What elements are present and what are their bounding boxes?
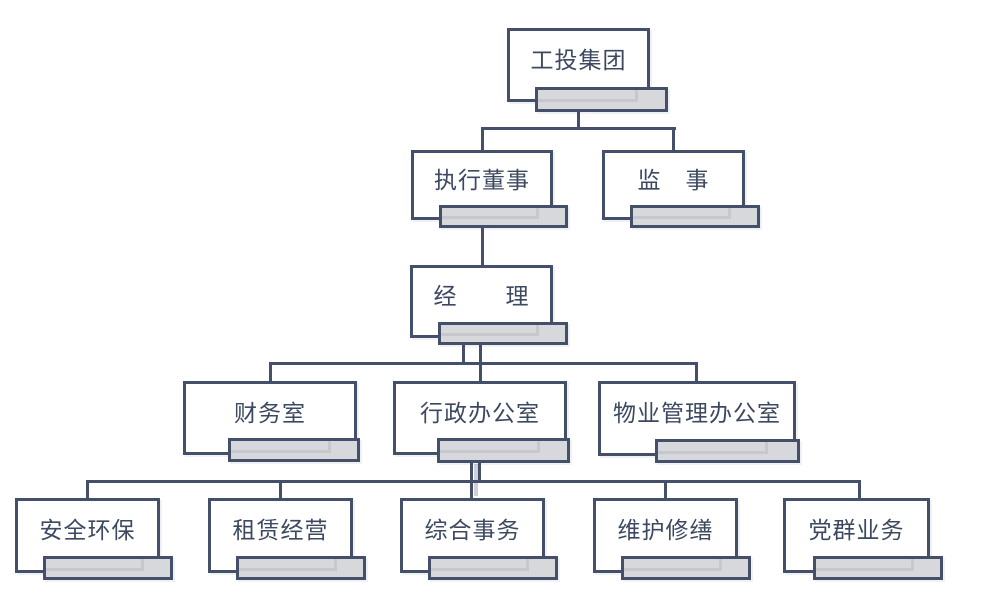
bar-inner-line — [431, 559, 529, 571]
node-name-bar[interactable] — [621, 556, 751, 580]
org-node-leasing: 租赁经营 — [208, 498, 366, 580]
bar-inner-line — [624, 559, 722, 571]
connector-line — [86, 480, 861, 483]
connector-line — [462, 345, 465, 365]
connector-line — [858, 480, 861, 498]
org-node-property-office: 物业管理办公室 — [598, 381, 800, 463]
bar-inner-line — [231, 441, 331, 453]
node-label: 工投集团 — [530, 46, 627, 73]
connector-line — [279, 480, 282, 498]
org-node-supervisor: 监 事 — [602, 150, 760, 228]
bar-inner-line — [46, 559, 144, 571]
node-name-bar[interactable] — [655, 439, 800, 463]
node-label: 行政办公室 — [420, 399, 540, 426]
node-label: 租赁经营 — [232, 517, 329, 543]
org-node-admin-office: 行政办公室 — [393, 381, 570, 463]
org-node-manager: 经 理 — [410, 265, 568, 345]
node-label: 安全环保 — [39, 517, 136, 543]
node-name-bar[interactable] — [630, 205, 760, 228]
org-node-executive-director: 执行董事 — [411, 150, 568, 228]
node-label: 维护修缮 — [617, 517, 714, 543]
connector-line — [672, 127, 675, 150]
org-node-general-affairs: 综合事务 — [400, 498, 558, 580]
bar-inner-line — [441, 325, 539, 336]
connector-line — [269, 362, 272, 381]
node-name-bar[interactable] — [813, 556, 943, 580]
node-name-bar[interactable] — [437, 438, 570, 463]
node-label: 执行董事 — [434, 166, 530, 193]
connector-line — [481, 228, 484, 265]
node-label: 党群业务 — [808, 517, 905, 543]
node-label: 监 事 — [637, 166, 710, 193]
org-node-maintenance: 维护修缮 — [593, 498, 751, 580]
node-name-bar[interactable] — [438, 322, 568, 345]
connector-line — [695, 362, 698, 381]
connector-line — [664, 480, 667, 498]
bar-inner-line — [239, 559, 337, 571]
org-node-party-affairs: 党群业务 — [783, 498, 943, 580]
node-name-bar[interactable] — [439, 205, 568, 228]
bar-inner-line — [658, 442, 768, 454]
node-name-bar[interactable] — [43, 556, 173, 580]
node-name-bar[interactable] — [236, 556, 366, 580]
bar-inner-line — [442, 208, 540, 219]
bar-inner-line — [440, 441, 541, 454]
node-label: 物业管理办公室 — [613, 400, 781, 426]
connector-line — [86, 480, 89, 498]
node-label: 经 理 — [433, 283, 530, 309]
connector-line — [269, 362, 697, 365]
connector-line — [577, 112, 580, 129]
connector-line — [481, 127, 484, 150]
connector-line — [478, 463, 481, 482]
node-name-bar[interactable] — [228, 438, 360, 462]
bar-inner-line — [633, 208, 731, 219]
bar-inner-line — [538, 90, 639, 103]
node-name-bar[interactable] — [535, 87, 668, 112]
bar-inner-line — [816, 559, 914, 571]
node-label: 财务室 — [234, 399, 306, 426]
connector-line — [481, 127, 676, 130]
node-label: 综合事务 — [424, 517, 521, 543]
org-node-group: 工投集团 — [507, 28, 668, 112]
org-node-finance-office: 财务室 — [183, 381, 360, 462]
node-name-bar[interactable] — [428, 556, 558, 580]
org-node-safety-env: 安全环保 — [15, 498, 173, 580]
